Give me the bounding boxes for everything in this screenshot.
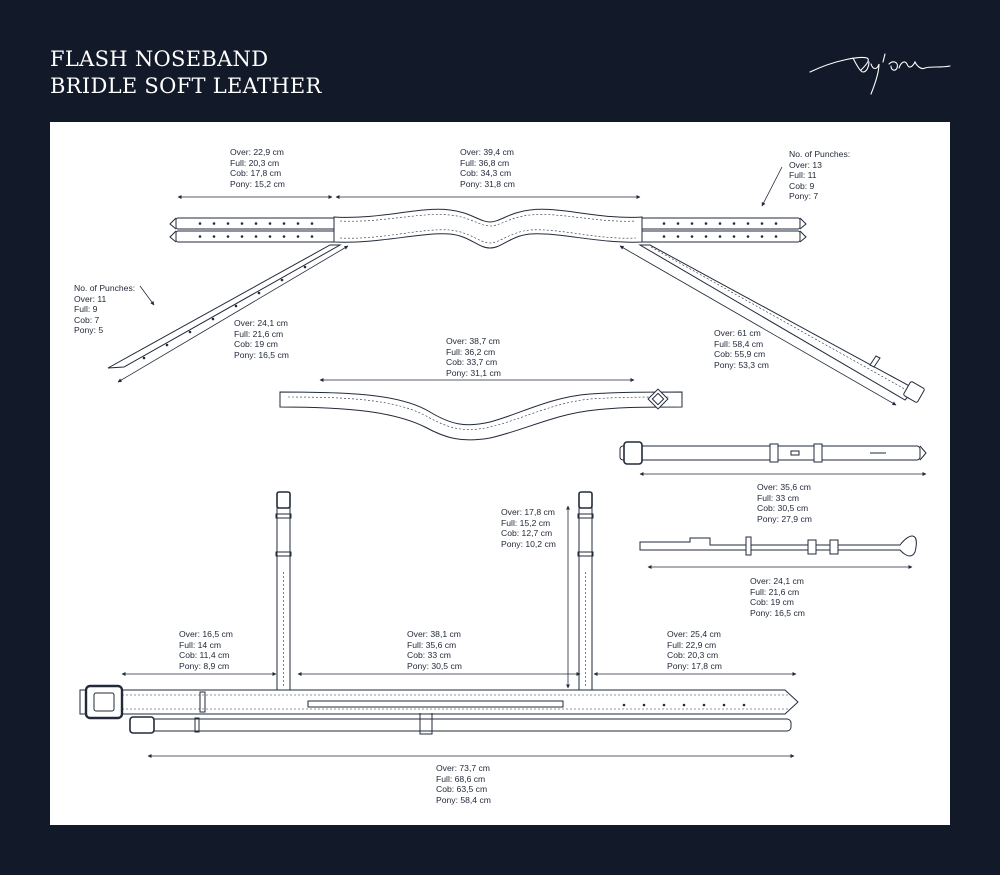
strap-right-1 [619,441,927,465]
page-title: FLASH NOSEBAND BRIDLE SOFT LEATHER [50,46,322,100]
signature-logo-icon [809,53,951,95]
bridle-diagram [79,166,927,758]
throatlatch-strap [638,244,925,403]
strap-right-2 [639,535,917,557]
browband [279,388,683,441]
title-line-1: FLASH NOSEBAND [50,47,269,71]
left-cheek-strap [107,244,342,369]
title-line-2: BRIDLE SOFT LEATHER [50,74,322,98]
headpiece [169,208,807,249]
noseband [79,491,799,735]
